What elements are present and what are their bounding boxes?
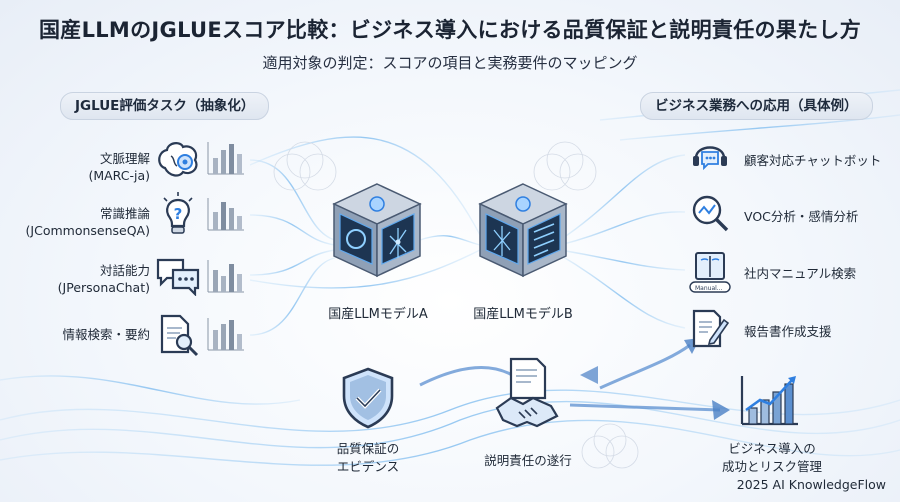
task-score-bars-1 bbox=[207, 198, 244, 231]
headset-chat-icon bbox=[693, 146, 727, 171]
magnifier-graph-icon bbox=[692, 195, 729, 232]
task-code: (JCommonsenseQA) bbox=[25, 223, 150, 238]
shield-check-icon bbox=[342, 367, 394, 429]
handshake-document-icon bbox=[495, 357, 559, 428]
app-label-manual: 社内マニュアル検索 bbox=[744, 266, 857, 281]
task-code: (JPersonaChat) bbox=[57, 280, 150, 295]
app-label-report: 報告書作成支援 bbox=[744, 324, 832, 339]
task-name: 文脈理解 bbox=[99, 151, 150, 166]
business-success-label: ビジネス導入の 成功とリスク管理 bbox=[714, 440, 830, 476]
quality-line1: 品質保証の bbox=[336, 441, 400, 456]
accountability-label: 説明責任の遂行 bbox=[484, 453, 572, 468]
manual-caption: Manual... bbox=[695, 285, 723, 292]
task-name: 常識推論 bbox=[99, 206, 150, 221]
task-name: 対話能力 bbox=[99, 263, 150, 278]
llm-cube-b-icon bbox=[478, 183, 568, 278]
llm-cube-a-icon bbox=[332, 183, 422, 278]
document-search-icon bbox=[160, 314, 199, 357]
task-score-bars-3 bbox=[207, 318, 244, 351]
task-code: (MARC-ja) bbox=[88, 168, 150, 183]
app-label-voc: VOC分析・感情分析 bbox=[744, 209, 859, 224]
task-label-1: 常識推論 (JCommonsenseQA) bbox=[0, 205, 150, 239]
page-subtitle: 適用対象の判定：スコアの項目と実務要件のマッピング bbox=[262, 54, 638, 72]
left-header-pill: JGLUE評価タスク（抽象化） bbox=[60, 92, 270, 120]
success-line2: 成功とリスク管理 bbox=[721, 459, 822, 474]
task-label-0: 文脈理解 (MARC-ja) bbox=[0, 150, 150, 184]
quality-line2: エビデンス bbox=[336, 459, 400, 474]
quality-evidence-label: 品質保証の エビデンス bbox=[320, 440, 416, 476]
svg-text:?: ? bbox=[174, 205, 183, 223]
task-score-bars-2 bbox=[207, 260, 244, 293]
brain-gear-icon bbox=[158, 142, 198, 177]
footer-credit: 2025 AI KnowledgeFlow bbox=[736, 477, 886, 492]
task-score-bars-0 bbox=[207, 142, 244, 175]
growth-chart-icon bbox=[740, 376, 798, 426]
app-label-chatbot: 顧客対応チャットボット bbox=[744, 153, 882, 168]
model-a-label: 国産LLMモデルA bbox=[328, 307, 428, 322]
model-b-label: 国産LLMモデルB bbox=[473, 307, 573, 322]
task-label-3: 情報検索・要約 bbox=[0, 326, 150, 343]
manual-book-icon: Manual... bbox=[689, 252, 731, 293]
task-label-2: 対話能力 (JPersonaChat) bbox=[0, 262, 150, 296]
lightbulb-question-icon: ? bbox=[163, 192, 193, 234]
report-pen-icon bbox=[692, 309, 730, 348]
task-name: 情報検索・要約 bbox=[62, 327, 150, 342]
chat-bubbles-icon bbox=[156, 258, 200, 296]
success-line1: ビジネス導入の bbox=[728, 441, 816, 456]
page-title: 国産LLMのJGLUEスコア比較：ビジネス導入における品質保証と説明責任の果たし… bbox=[38, 18, 862, 42]
right-header-pill: ビジネス業務への応用（具体例） bbox=[640, 92, 873, 120]
